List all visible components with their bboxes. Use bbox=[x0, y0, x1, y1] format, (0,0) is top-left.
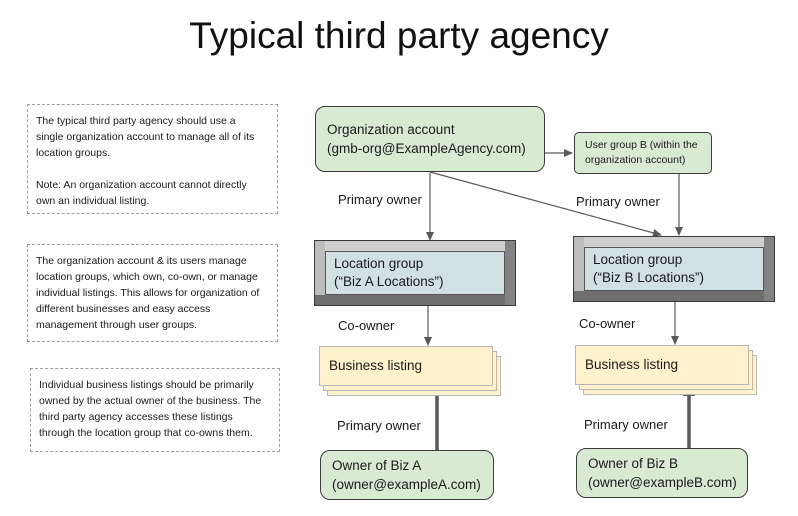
note-business-listings: Individual business listings should be p… bbox=[30, 368, 280, 452]
label-primary-owner-listing-b: Primary owner bbox=[584, 417, 668, 432]
user-group-b-box: User group B (within the organization ac… bbox=[574, 132, 712, 174]
note-organization-account: The typical third party agency should us… bbox=[27, 104, 278, 214]
owner-biz-b-name: Owner of Biz B bbox=[588, 456, 679, 471]
organization-account-name: Organization account bbox=[327, 122, 455, 137]
location-group-b-line-2: (“Biz B Locations”) bbox=[593, 270, 705, 285]
label-primary-owner-listing-a: Primary owner bbox=[337, 418, 421, 433]
note-1-line-5: own an individual listing. bbox=[36, 195, 150, 207]
note-1-line-2: single organization account to manage al… bbox=[36, 131, 255, 143]
note-1-line-4: Note: An organization account cannot dir… bbox=[36, 179, 247, 191]
owner-biz-b-email: (owner@exampleB.com) bbox=[588, 475, 737, 490]
business-listing-b-label: Business listing bbox=[585, 357, 679, 372]
organization-account-email: (gmb-org@ExampleAgency.com) bbox=[327, 141, 526, 156]
note-3-line-3: third party agency accesses these listin… bbox=[39, 411, 233, 423]
label-primary-owner-location-group-a: Primary owner bbox=[338, 192, 422, 207]
owner-biz-a-name: Owner of Biz A bbox=[332, 458, 422, 473]
note-2-line-2: location groups, which own, co-own, or m… bbox=[36, 271, 258, 283]
note-3-line-4: through the location group that co-owns … bbox=[39, 427, 253, 439]
owner-biz-a-box: Owner of Biz A (owner@exampleA.com) bbox=[320, 450, 494, 500]
location-group-b-line-1: Location group bbox=[593, 252, 683, 267]
location-group-a-line-1: Location group bbox=[334, 256, 424, 271]
note-2-line-1: The organization account & its users man… bbox=[36, 255, 247, 267]
organization-account-box: Organization account (gmb-org@ExampleAge… bbox=[315, 106, 545, 172]
owner-biz-a-email: (owner@exampleA.com) bbox=[332, 477, 481, 492]
location-group-a-box: Location group (“Biz A Locations”) bbox=[314, 240, 516, 306]
user-group-b-line-1: User group B (within the bbox=[585, 139, 698, 151]
label-co-owner-listing-b: Co-owner bbox=[579, 316, 636, 331]
note-location-groups: The organization account & its users man… bbox=[27, 244, 278, 342]
note-1-line-3: location groups. bbox=[36, 147, 111, 159]
business-listing-a-label: Business listing bbox=[329, 358, 423, 373]
label-co-owner-listing-a: Co-owner bbox=[338, 318, 395, 333]
note-3-line-1: Individual business listings should be p… bbox=[39, 379, 254, 391]
business-listing-b: Business listing bbox=[575, 345, 749, 385]
page-title: Typical third party agency bbox=[189, 15, 609, 56]
note-2-line-5: management through user groups. bbox=[36, 319, 198, 331]
location-group-b-box: Location group (“Biz B Locations”) bbox=[573, 236, 775, 302]
note-3-line-2: owned by the actual owner of the busines… bbox=[39, 395, 262, 407]
location-group-a-line-2: (“Biz A Locations”) bbox=[334, 274, 444, 289]
note-1-line-1: The typical third party agency should us… bbox=[36, 115, 236, 127]
owner-biz-b-box: Owner of Biz B (owner@exampleB.com) bbox=[576, 448, 748, 498]
user-group-b-line-2: organization account) bbox=[585, 154, 686, 166]
note-2-line-4: different businesses and easy access bbox=[36, 303, 211, 315]
business-listing-a: Business listing bbox=[319, 346, 493, 386]
note-2-line-3: individual listings. This allows for org… bbox=[36, 287, 260, 299]
arrow-org-to-location-group-b bbox=[429, 171, 662, 237]
label-primary-owner-location-group-b: Primary owner bbox=[576, 194, 660, 209]
